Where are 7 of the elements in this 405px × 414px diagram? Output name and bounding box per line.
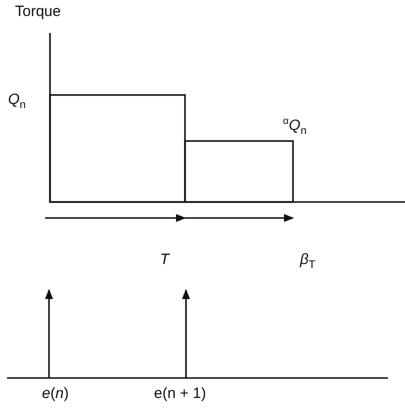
level-label: $^{α}$Q$_{n}$ xyxy=(283,117,307,137)
period-label: β$_{T}$ xyxy=(300,252,316,271)
period-label: T xyxy=(160,252,170,267)
level-label: Q$_{n}$ xyxy=(8,92,26,111)
axis-title: Torque xyxy=(15,4,61,19)
event-label: e(n) xyxy=(42,386,69,401)
event-label: e(n + 1) xyxy=(154,386,206,401)
